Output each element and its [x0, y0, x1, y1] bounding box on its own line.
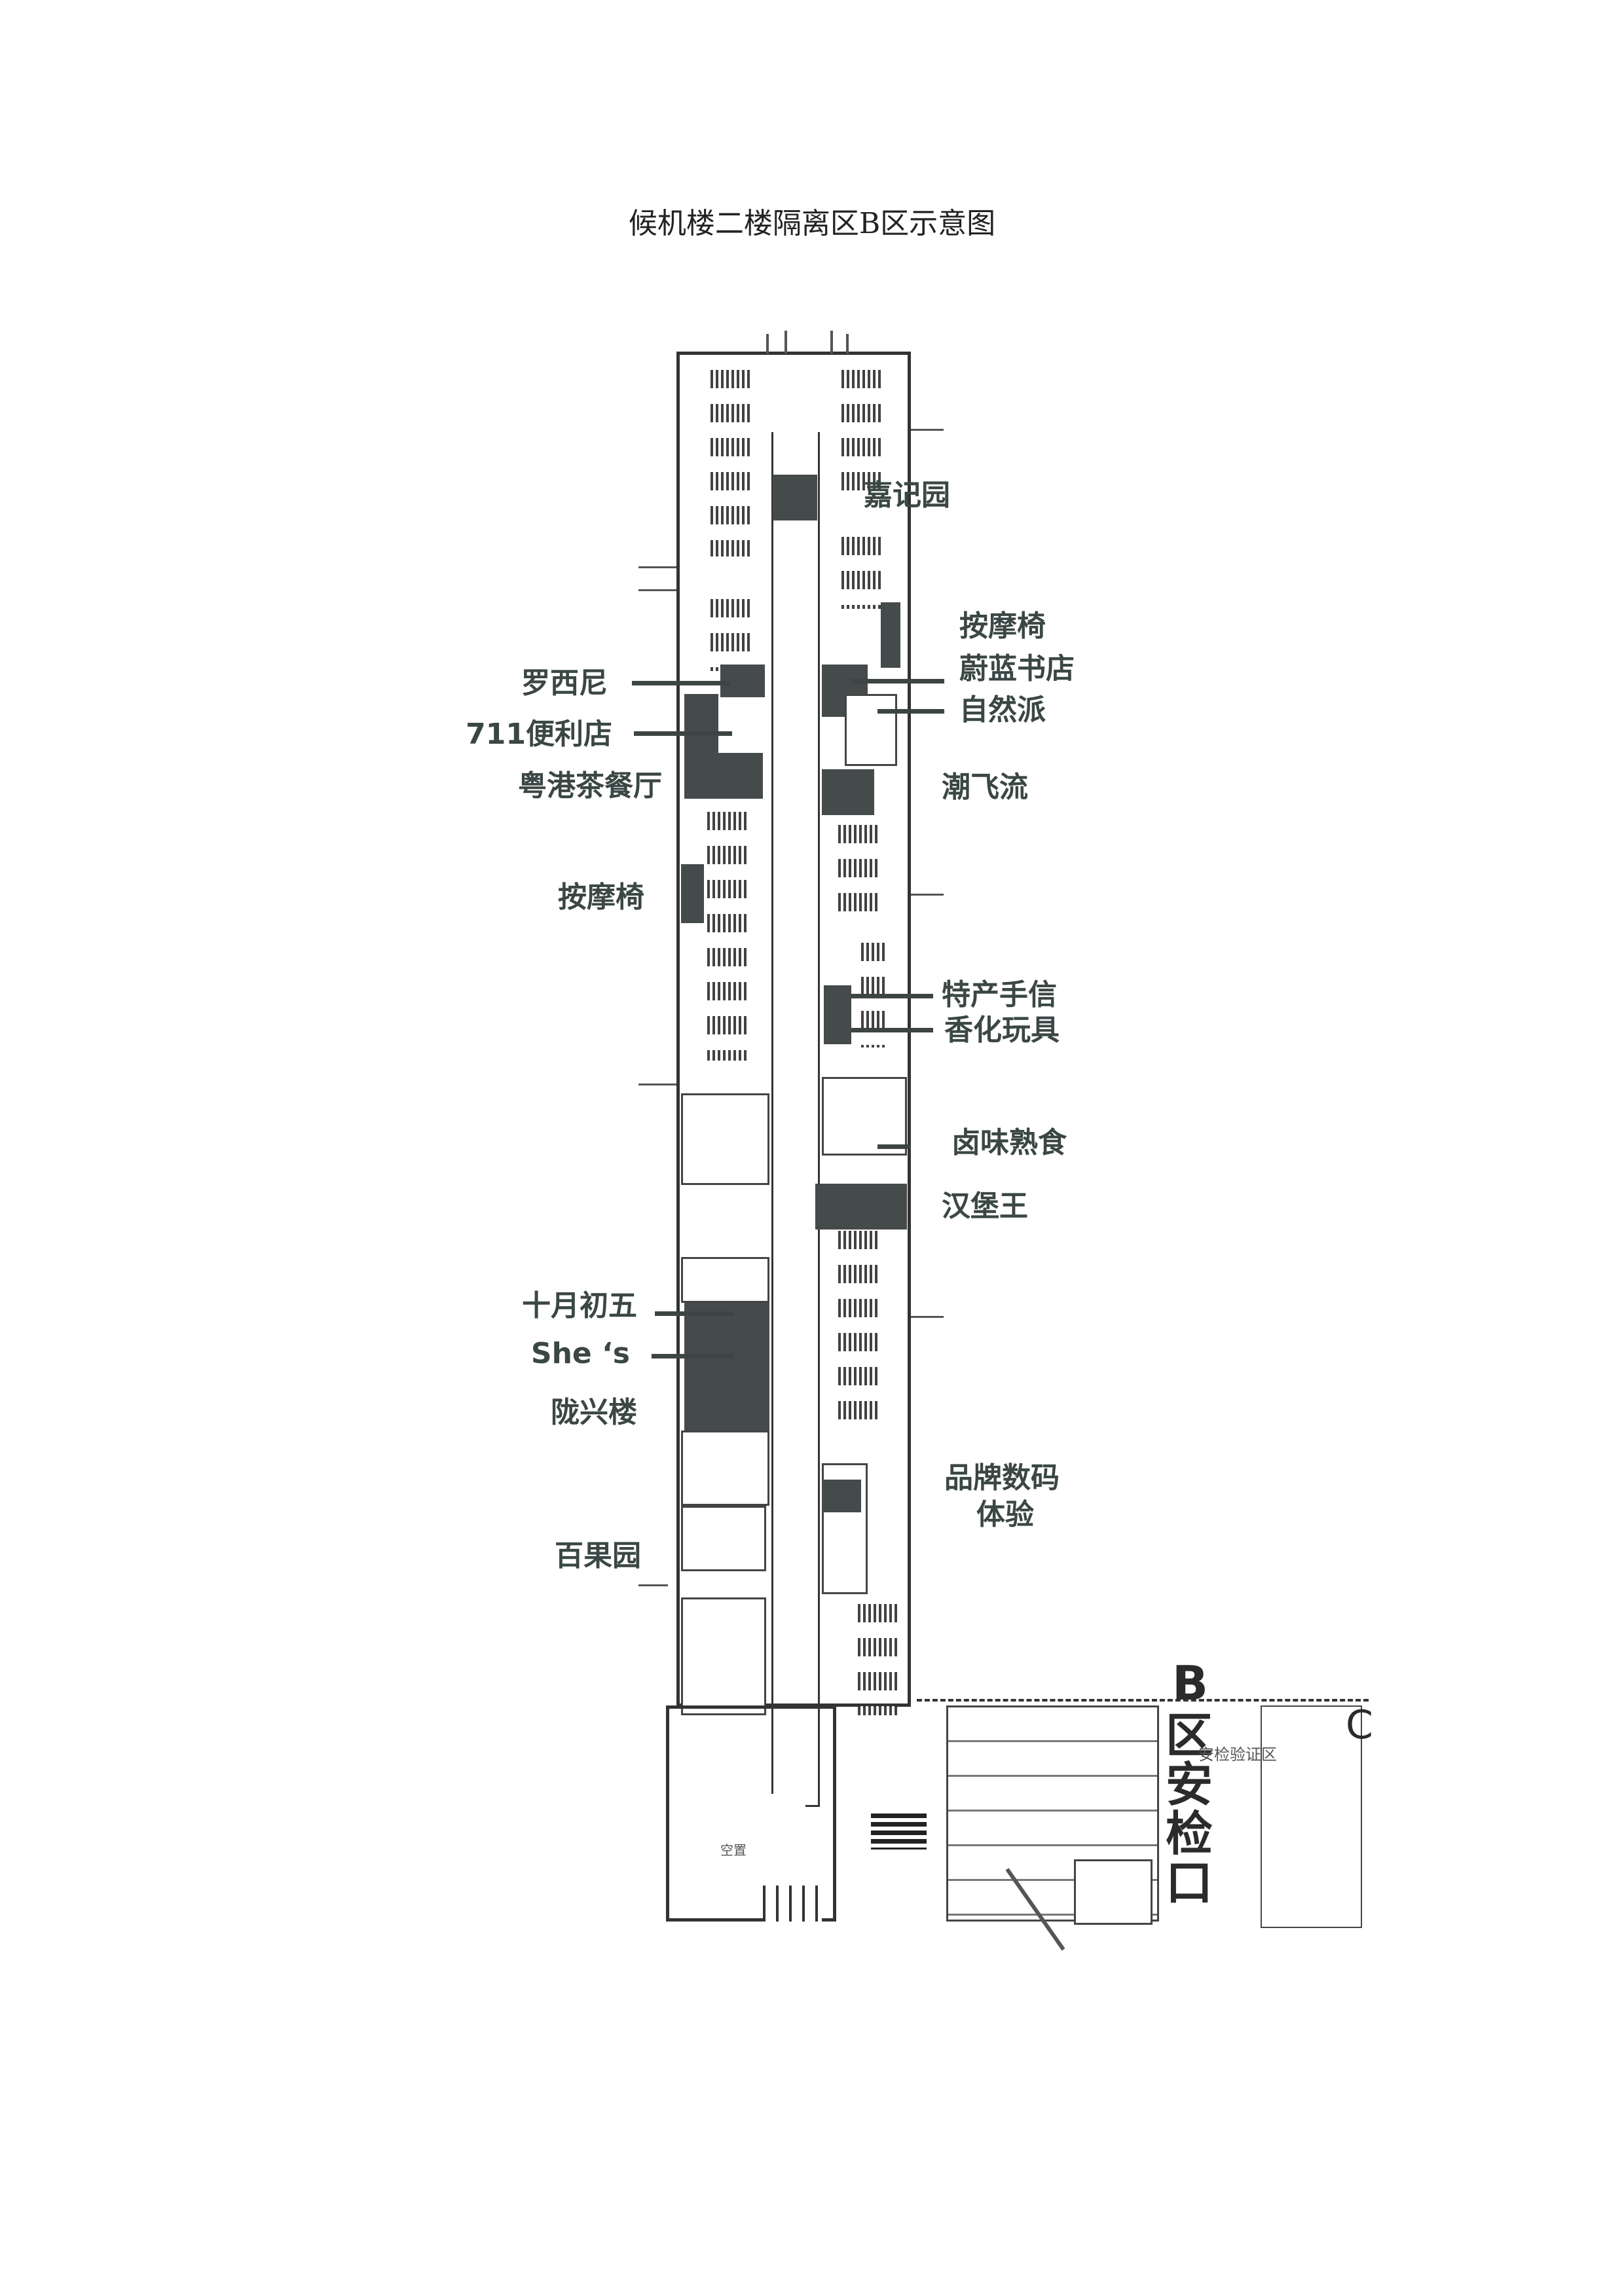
jet-bridge	[911, 894, 944, 896]
leader-line	[877, 709, 944, 714]
label-brand-digital: 品牌数码	[944, 1461, 1060, 1495]
jet-bridge	[638, 1584, 668, 1586]
leader-line	[877, 1144, 910, 1149]
jet-bridge	[638, 589, 676, 591]
leader-line	[851, 994, 933, 998]
c-zone-corridor	[1261, 1705, 1362, 1928]
security-small-label: 安检验证区	[1198, 1745, 1277, 1764]
map-title: 候机楼二楼隔离区B区示意图	[628, 207, 996, 240]
label-burger-king: 汉堡王	[942, 1190, 1028, 1223]
jet-bridge	[638, 566, 676, 568]
leader-line	[634, 731, 732, 736]
shop-baiguoyuan	[681, 1506, 766, 1571]
leader-line	[851, 679, 944, 683]
leader-line	[652, 1354, 733, 1358]
label-hk-cafe: 粤港茶餐厅	[518, 769, 662, 803]
restroom-area	[681, 1597, 766, 1715]
label-brand-digital-2: 体验	[976, 1498, 1034, 1531]
security-char: 安	[1166, 1757, 1213, 1812]
seating-area	[841, 370, 881, 494]
shop-burger-king	[815, 1184, 907, 1230]
gate-post	[846, 334, 849, 354]
leader-line	[632, 681, 730, 685]
label-jiajiyuan: 嘉记园	[864, 479, 950, 512]
seating-area	[710, 599, 750, 671]
label-chaofeiliu: 潮飞流	[942, 771, 1028, 804]
c-zone-letter: C	[1346, 1702, 1373, 1748]
shop-massage-chair-left	[681, 864, 704, 923]
jet-bridge	[911, 1316, 944, 1318]
label-shiyuechuwu: 十月初五	[522, 1289, 637, 1322]
label-cosmetics-toys: 香化玩具	[944, 1013, 1060, 1047]
shop-gifts-toys	[824, 985, 851, 1044]
label-local-gifts: 特产手信	[942, 978, 1057, 1011]
seating-area	[858, 1604, 897, 1715]
jet-bridge	[638, 1084, 676, 1085]
seating-area	[841, 537, 881, 609]
seating-area	[707, 812, 747, 1061]
shop-braised-food	[822, 1077, 907, 1156]
label-baiguoyuan: 百果园	[555, 1539, 641, 1573]
shop-hk-cafe	[718, 753, 763, 799]
label-rossini: 罗西尼	[521, 666, 608, 700]
seating-area	[838, 1231, 877, 1421]
central-corridor	[771, 432, 820, 1807]
lower-hall	[666, 1705, 836, 1922]
gate-post	[784, 331, 787, 354]
gate-post	[830, 331, 833, 354]
escalator	[871, 1813, 927, 1850]
stairs	[763, 1886, 822, 1922]
service-room	[681, 1430, 769, 1506]
shop-shiyuechuwu-shes-longxinglou	[684, 1303, 769, 1430]
leader-line	[851, 1028, 933, 1032]
seating-area	[838, 825, 877, 917]
security-zone-letter: B	[1172, 1656, 1208, 1711]
seating-area	[710, 370, 750, 556]
label-shes: She ‘s	[530, 1337, 630, 1370]
shop-jiajiyuan	[773, 475, 817, 520]
label-weilan-books: 蔚蓝书店	[959, 652, 1075, 685]
security-char: 口	[1166, 1855, 1213, 1910]
label-braised-food: 卤味熟食	[951, 1126, 1067, 1159]
security-boundary	[917, 1699, 1369, 1704]
service-room	[681, 1257, 769, 1303]
shop-ziranpai	[845, 694, 897, 766]
security-office	[1074, 1859, 1153, 1925]
leader-line	[655, 1311, 733, 1316]
label-ziranpai: 自然派	[959, 693, 1046, 727]
label-massage-chair-right: 按摩椅	[959, 610, 1046, 643]
security-char: 区	[1166, 1708, 1213, 1763]
label-711: 711便利店	[466, 718, 612, 751]
service-room	[681, 1093, 769, 1185]
shop-brand-digital-block	[822, 1480, 861, 1512]
shop-chaofeiliu	[822, 769, 874, 815]
shop-711	[684, 694, 718, 799]
label-massage-chair-left: 按摩椅	[558, 881, 644, 914]
shop-massage-chair-right	[881, 602, 900, 668]
vacant-label: 空置	[720, 1842, 747, 1858]
jet-bridge	[911, 429, 944, 431]
label-longxinglou: 陇兴楼	[551, 1396, 637, 1429]
gate-post	[766, 334, 769, 354]
security-char: 检	[1166, 1806, 1213, 1861]
